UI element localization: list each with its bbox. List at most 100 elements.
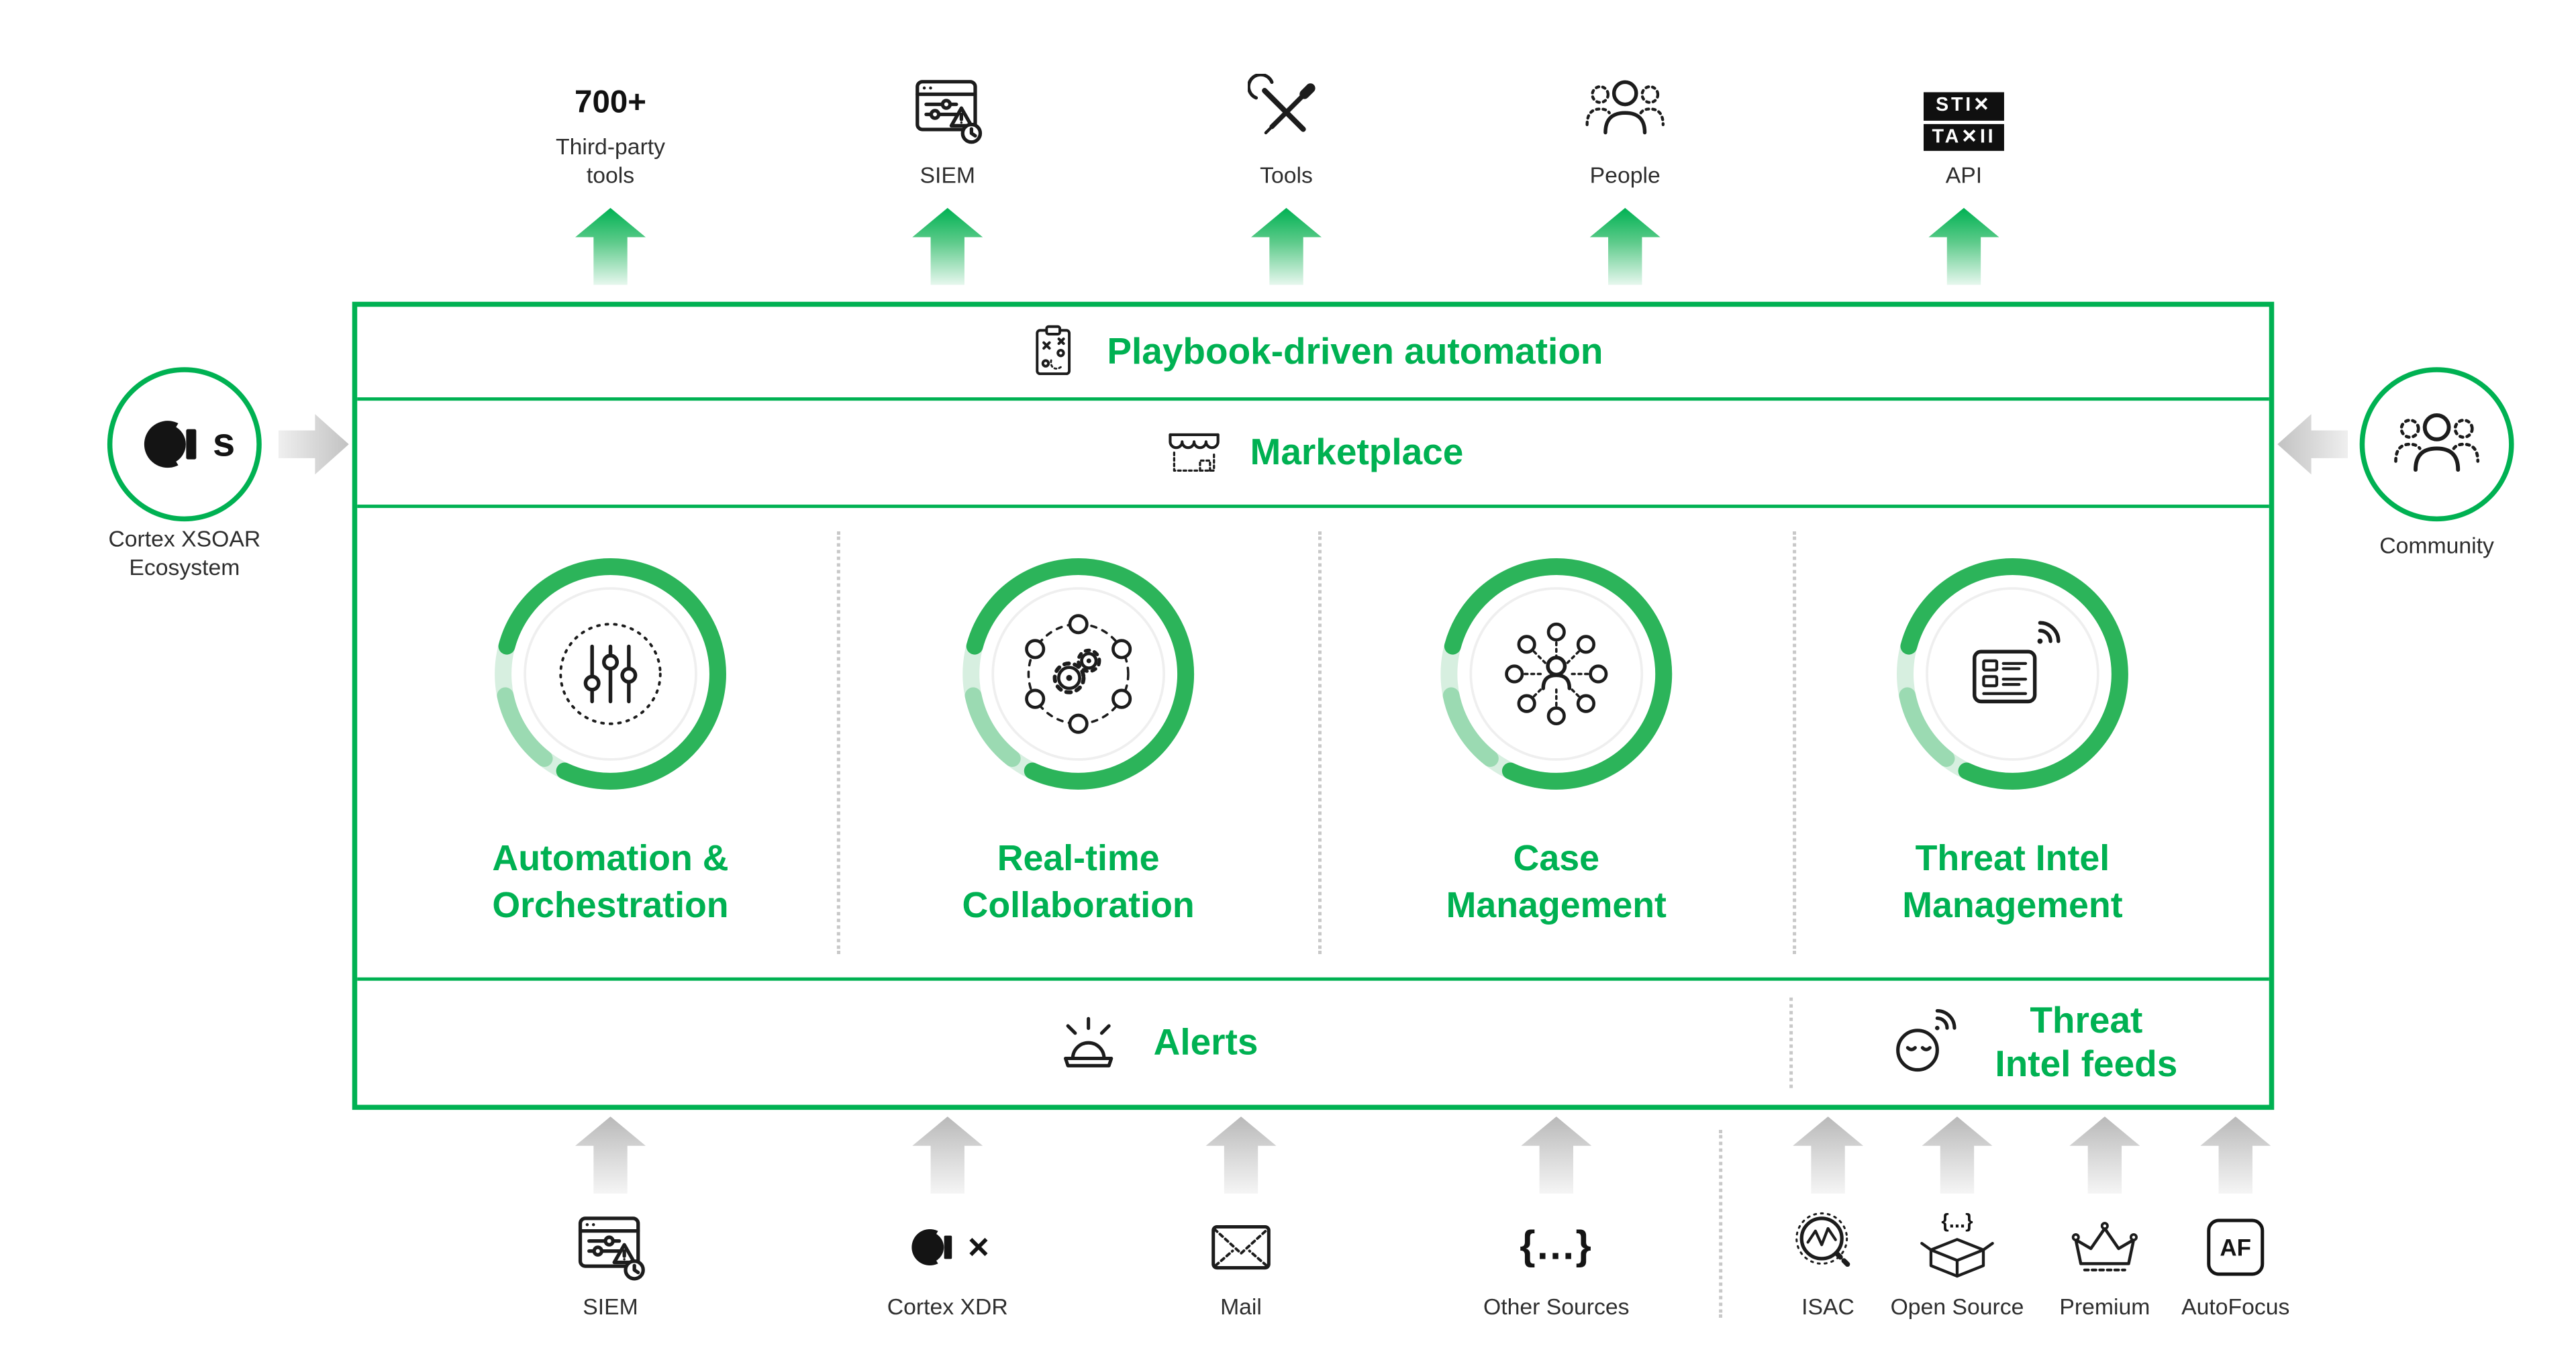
gray-arrow-up-siem (575, 1116, 646, 1194)
bottom-sources-divider (1719, 1130, 1723, 1318)
module-circle (952, 548, 1204, 800)
gray-arrow-up-open-source (1922, 1116, 1993, 1194)
tools-label: Tools (1260, 162, 1313, 189)
bottom-item-mail: Mail (1140, 1116, 1342, 1322)
threat-feeds-icon (1895, 1008, 1956, 1072)
cortex-xdr-label: Cortex XDR (887, 1294, 1008, 1320)
threat-feeds-label: Threat Intel feeds (1995, 998, 2178, 1085)
stix-badge: STI✕ (1923, 93, 2004, 121)
alerts-zone: Alerts (357, 981, 1789, 1105)
module-realtime-collaboration: Real-time Collaboration (894, 548, 1263, 929)
community-label: Community (2379, 533, 2494, 559)
threat-intel-icon (1973, 621, 2061, 704)
module-divider-3 (1793, 531, 1797, 954)
cortex-logo-icon (144, 421, 196, 468)
gray-arrow-into-box-right (2277, 414, 2348, 475)
top-item-siem: SIEM (822, 67, 1073, 191)
module-title: Case Management (1446, 838, 1667, 925)
case-management-icon (1505, 622, 1608, 726)
gray-arrow-up-premium (2069, 1116, 2140, 1194)
premium-label: Premium (2059, 1294, 2150, 1320)
stix-taxii-logo: STI✕ TA✕II (1923, 93, 2004, 152)
bottom-item-siem: SIEM (510, 1116, 711, 1322)
gray-arrow-up-cortex-xdr (912, 1116, 983, 1194)
alerts-icon (1063, 1016, 1113, 1067)
third-party-label: Third-party tools (555, 134, 666, 189)
module-divider-1 (836, 531, 840, 954)
autofocus-glyph: AF (2220, 1234, 2252, 1261)
svg-text:{...}: {...} (1941, 1210, 1973, 1233)
cortex-xsoar-ecosystem-label: Cortex XSOAR Ecosystem (108, 526, 261, 580)
bottom-item-other-sources: {...} Other Sources (1456, 1116, 1657, 1322)
feeds-divider (1789, 997, 1793, 1088)
playbook-icon (1036, 325, 1071, 376)
module-automation-orchestration: Automation & Orchestration (426, 548, 795, 929)
isac-label: ISAC (1801, 1294, 1854, 1320)
green-arrow-up-tools (1251, 207, 1322, 285)
marketplace-band: Marketplace (357, 401, 2269, 509)
top-item-third-party: 700+ Third-party tools (485, 67, 736, 191)
braces-icon: {...} (1520, 1224, 1593, 1269)
people-icon (1585, 80, 1665, 135)
threat-feeds-zone: Threat Intel feeds (1793, 981, 2269, 1105)
gray-arrow-up-other-sources (1521, 1116, 1592, 1194)
xdr-logo-letter: ✕ (967, 1231, 991, 1263)
marketplace-label: Marketplace (1250, 431, 1464, 473)
inputs-band: Alerts Threat Intel feeds (357, 977, 2269, 1105)
green-arrow-up-people (1589, 207, 1661, 285)
green-arrow-up-siem (912, 207, 983, 285)
playbook-band: Playbook-driven automation (357, 307, 2269, 401)
green-arrow-up-third-party (575, 207, 646, 285)
siem-label: SIEM (583, 1294, 638, 1320)
premium-icon (2071, 1222, 2138, 1271)
mail-label: Mail (1220, 1294, 1262, 1320)
open-source-icon: {...} (1920, 1210, 1994, 1278)
marketplace-icon (1169, 433, 1220, 472)
cortex-xsoar-circle: s (107, 367, 262, 522)
bottom-item-premium: Premium (2024, 1116, 2185, 1322)
top-item-api: STI✕ TA✕II API (1838, 67, 2090, 191)
cortex-logo-icon (912, 1229, 953, 1266)
module-circle (1887, 548, 2138, 800)
module-case-management: Case Management (1372, 548, 1741, 929)
autofocus-icon: AF (2207, 1218, 2265, 1276)
xsoar-platform-box: Playbook-driven automation Marketplace (352, 301, 2275, 1110)
collaboration-icon (1025, 614, 1132, 734)
bottom-item-open-source: {...} Open Source (1877, 1116, 2038, 1322)
green-arrow-up-api (1928, 207, 1999, 285)
community-circle (2359, 367, 2514, 522)
cortex-xsoar-logo: s (134, 407, 235, 481)
xsoar-logo-letter: s (212, 421, 236, 466)
siem-icon (578, 1216, 645, 1281)
gray-arrow-up-mail (1205, 1116, 1277, 1194)
community-icon (2394, 413, 2480, 472)
alerts-label: Alerts (1153, 1021, 1258, 1063)
top-item-tools: Tools (1160, 67, 1412, 191)
playbook-label: Playbook-driven automation (1107, 330, 1603, 372)
mail-icon (1211, 1224, 1271, 1270)
tools-icon (1248, 74, 1316, 135)
module-title: Threat Intel Management (1902, 838, 2123, 925)
module-title: Automation & Orchestration (492, 838, 729, 925)
siem-label: SIEM (920, 162, 975, 189)
open-source-label: Open Source (1890, 1294, 2024, 1320)
isac-icon (1795, 1212, 1854, 1270)
third-party-count: 700+ (575, 86, 646, 121)
module-circle (485, 548, 736, 800)
api-label: API (1945, 162, 1983, 189)
sliders-icon (559, 623, 662, 725)
bottom-item-cortex-xdr: ✕ Cortex XDR (847, 1116, 1048, 1322)
autofocus-label: AutoFocus (2181, 1294, 2290, 1320)
gray-arrow-up-autofocus (2200, 1116, 2271, 1194)
top-item-people: People (1499, 67, 1751, 191)
gray-arrow-into-box-left (278, 414, 349, 475)
other-sources-label: Other Sources (1483, 1294, 1630, 1320)
siem-icon (915, 80, 983, 144)
bottom-item-isac: ISAC (1748, 1116, 1909, 1322)
taxii-badge: TA✕II (1923, 123, 2004, 152)
modules-area: Automation & Orchestration (357, 508, 2269, 978)
module-divider-2 (1318, 531, 1322, 954)
gray-arrow-up-isac (1793, 1116, 1864, 1194)
bottom-item-autofocus: AF AutoFocus (2155, 1116, 2316, 1322)
